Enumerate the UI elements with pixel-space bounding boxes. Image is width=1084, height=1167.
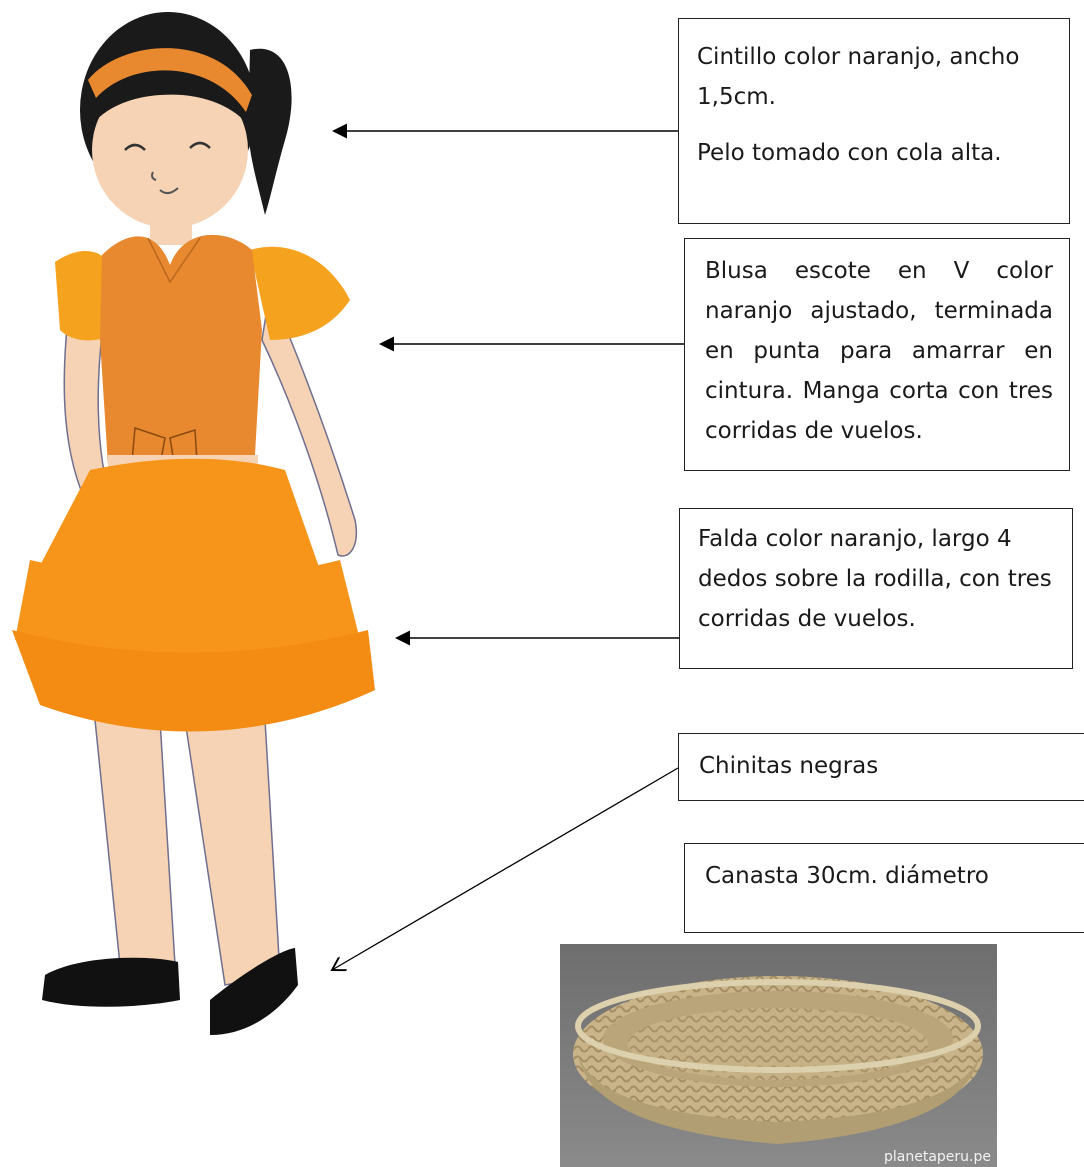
photo-watermark: planetaperu.pe [884,1149,991,1165]
skirt-description: Falda color naranjo, largo 4 dedos sobre… [698,519,1054,639]
shoes-description: Chinitas negras [699,746,1077,786]
blouse-description: Blusa escote en V color naranjo ajustado… [705,251,1053,451]
basket-callout: Canasta 30cm. diámetro [684,843,1084,933]
basket-description: Canasta 30cm. diámetro [705,856,1077,896]
shoes-callout: Chinitas negras [678,733,1084,801]
skirt-callout: Falda color naranjo, largo 4 dedos sobre… [679,508,1073,669]
headband-callout: Cintillo color naranjo, ancho 1,5cm. Pel… [678,18,1070,224]
blouse-callout: Blusa escote en V color naranjo ajustado… [684,238,1070,471]
hair-description: Pelo tomado con cola alta. [697,133,1051,173]
headband-description: Cintillo color naranjo, ancho 1,5cm. [697,37,1051,117]
arrow-icon [332,768,678,970]
wicker-basket-photo [560,944,997,1167]
basket-photo: planetaperu.pe [560,944,997,1167]
